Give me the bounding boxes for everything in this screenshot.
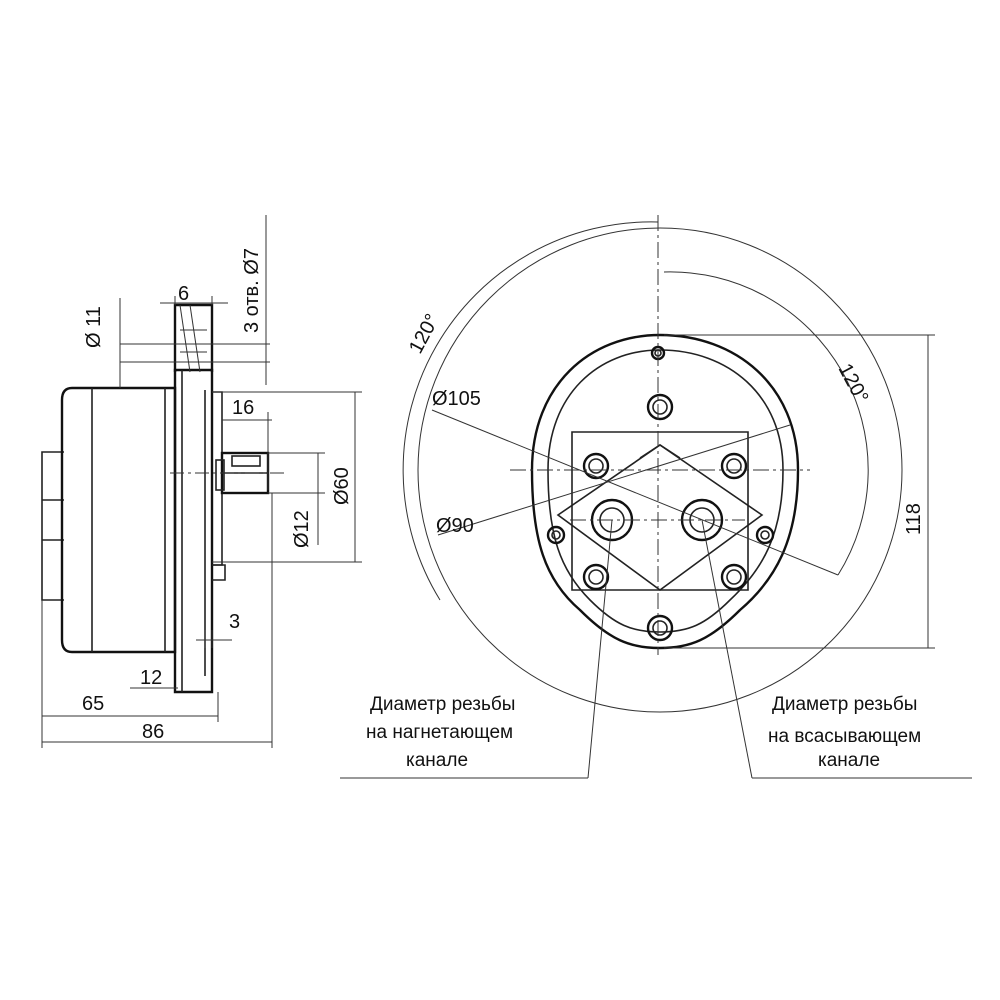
dim-16: 16 <box>232 397 254 419</box>
pilot <box>212 391 223 566</box>
label-discharge-line1: Диаметр резьбы <box>370 694 515 715</box>
bolt-holes <box>546 345 775 642</box>
dim-dia-105: Ø105 <box>432 388 481 410</box>
label-discharge-line2: на нагнетающем <box>366 722 513 743</box>
front-housing <box>530 333 800 650</box>
dim-dia-90: Ø90 <box>436 515 474 537</box>
dim-6: 6 <box>178 283 189 305</box>
front-view: 120° 120° Ø105 Ø90 118 Диаметр резьбы на… <box>340 215 972 779</box>
shaft-key <box>231 455 261 467</box>
dim-3: 3 <box>229 611 240 633</box>
dim-118: 118 <box>903 503 925 535</box>
square-plate <box>571 431 749 591</box>
dim-holes-note: 3 отв. Ø7 <box>241 248 263 333</box>
label-suction-line3: канале <box>818 750 880 771</box>
angle-left: 120° <box>405 310 444 357</box>
dim-12: 12 <box>140 667 162 689</box>
label-suction-line1: Диаметр резьбы <box>772 694 917 715</box>
label-suction-line2: на всасывающем <box>768 726 921 747</box>
label-discharge-line3: канале <box>406 750 468 771</box>
dim-86: 86 <box>142 721 164 743</box>
dim-65: 65 <box>82 693 104 715</box>
rear-boss <box>41 451 64 601</box>
pump-body <box>60 386 177 654</box>
flange-ear <box>173 303 214 372</box>
circle-105 <box>417 227 903 713</box>
mounting-flange <box>173 368 214 694</box>
diamond-plate <box>556 444 764 591</box>
angle-arc-right <box>663 271 869 576</box>
angle-right: 120° <box>834 360 873 407</box>
side-view: 6 Ø 11 3 отв. Ø7 16 Ø60 Ø12 3 12 <box>41 215 362 748</box>
dim-dia-60: Ø60 <box>331 467 353 505</box>
dim-dia-12: Ø12 <box>291 510 313 548</box>
dim-dia-11: Ø 11 <box>83 306 105 348</box>
angle-arc-left <box>402 221 659 601</box>
